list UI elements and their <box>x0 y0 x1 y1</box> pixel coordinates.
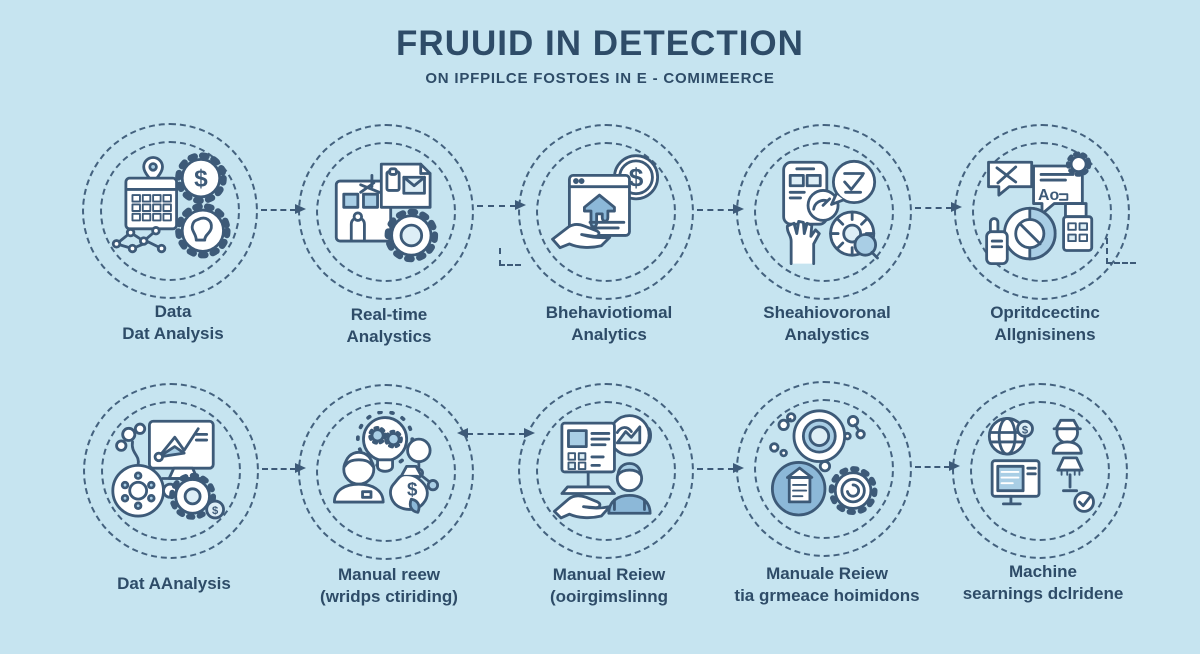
arrow-step4-step5 <box>915 202 962 212</box>
dashed-circle-inner: $ <box>970 401 1110 541</box>
step-label: Machine searnings dclridene <box>925 559 1161 607</box>
step-circle-detection-algorithms: Ao <box>954 124 1130 300</box>
step-label-line: Analystics <box>784 325 870 344</box>
svg-text:$: $ <box>629 163 644 193</box>
dashed-circle-inner <box>536 401 676 541</box>
step-label-line: searnings dclridene <box>962 584 1124 603</box>
step-label-line: Data <box>154 302 192 321</box>
step-label: Manuale Reiew tia grmeace hoimidons <box>709 561 945 609</box>
hand-phone-check-bubble-icon <box>782 159 879 266</box>
step-label: Manual reew (wridps ctiriding) <box>271 562 507 610</box>
step-circle-behavioral-analytics: $ <box>518 124 694 300</box>
dashboard-document-gear-icon <box>334 162 439 263</box>
step-label: Opritdcectinc Allgnisinens <box>927 300 1163 348</box>
step-label-line: Dat Analysis <box>122 324 224 343</box>
dashed-circle-inner <box>316 142 456 282</box>
dashed-circle-inner <box>754 399 894 539</box>
arrow-step9-step10 <box>915 461 960 471</box>
step-label-line: tia grmeace hoimidons <box>734 586 920 605</box>
step-label-line: Bhehaviotiomal <box>545 303 673 322</box>
arrow-step1-step2 <box>261 204 306 214</box>
step-label-line: (wridps ctiriding) <box>320 587 458 606</box>
globe-monitor-person-check-icon: $ <box>987 417 1095 513</box>
svg-text:$: $ <box>194 166 208 193</box>
connector-mark-left <box>499 248 521 266</box>
step-label-line: Real-time <box>350 305 428 324</box>
dashed-circle-inner <box>754 142 894 282</box>
arrow-step7-step8-double <box>457 428 535 438</box>
step-label-line: Opritdcectinc <box>990 303 1100 322</box>
monitor-chart-molecule-gears-icon: $ <box>111 419 225 520</box>
dashed-circle-inner: $ <box>100 141 240 281</box>
page-title: FRUUID IN DETECTION <box>396 24 804 63</box>
calendar-gear-network-icon: $ <box>111 152 231 259</box>
svg-text:$: $ <box>1022 424 1029 436</box>
step-label: Manual Reiew (ooirgimslinng <box>491 562 727 610</box>
step-label: Real-time Analystics <box>271 302 507 350</box>
step-label: Data Dat Analysis <box>55 299 291 347</box>
hand-form-person-icon <box>552 414 652 520</box>
dashed-circle-inner: Ao <box>972 142 1112 282</box>
step-label: Bhehaviotiomal Analytics <box>491 300 727 348</box>
step-circle-machine-learning: $ <box>952 383 1128 559</box>
arrow-step8-step9 <box>697 463 744 473</box>
step-label-line: (ooirgimslinng <box>549 587 669 606</box>
step-label-line: Machine <box>1008 562 1078 581</box>
svg-text:$: $ <box>212 505 219 517</box>
step-label-line: Allgnisinens <box>994 325 1096 344</box>
connector-mark-right <box>1106 238 1136 264</box>
arrow-step3-step4 <box>697 204 744 214</box>
arrow-step2-step3 <box>477 200 526 210</box>
chat-bubbles-pie-calculator-icon: Ao <box>985 151 1094 266</box>
step-circle-manual-review-2 <box>518 383 694 559</box>
step-label-line: Sheahiovoronal <box>763 303 891 322</box>
step-label-line: Analytics <box>571 325 647 344</box>
step-circle-realtime-analytics <box>298 124 474 300</box>
step-label-line: Manual Reiew <box>552 565 666 584</box>
arrow-step6-step7 <box>262 463 306 473</box>
lens-document-gear-icon <box>769 409 878 517</box>
step-label-line: Dat AAnalysis <box>117 574 231 593</box>
step-label-line: Manual reew <box>337 565 441 584</box>
svg-text:Ao: Ao <box>1038 187 1060 204</box>
dashed-circle-inner: $ <box>101 401 241 541</box>
dashed-circle-inner: $ <box>316 402 456 542</box>
step-label: Dat AAnalysis <box>56 560 292 608</box>
dashed-circle-inner: $ <box>536 142 676 282</box>
step-circle-manual-review-1: $ <box>298 384 474 560</box>
step-label-line: Manuale Reiew <box>766 564 888 583</box>
step-circle-behavioral-analytics-2 <box>736 124 912 300</box>
hand-browser-dollar-icon: $ <box>551 154 660 250</box>
step-circle-data-analysis-2: $ <box>83 383 259 559</box>
step-circle-manual-review-3 <box>736 381 912 557</box>
step-circle-data-analysis: $ <box>82 123 258 299</box>
step-label: Sheahiovoronal Analystics <box>709 300 945 348</box>
page-subtitle: ON IPFPILCE FOSTOES IN E - COMIMEERCE <box>425 70 775 87</box>
svg-text:$: $ <box>407 478 418 499</box>
person-lightbulb-moneybag-icon: $ <box>332 411 440 514</box>
step-label-line: Analystics <box>346 327 432 346</box>
